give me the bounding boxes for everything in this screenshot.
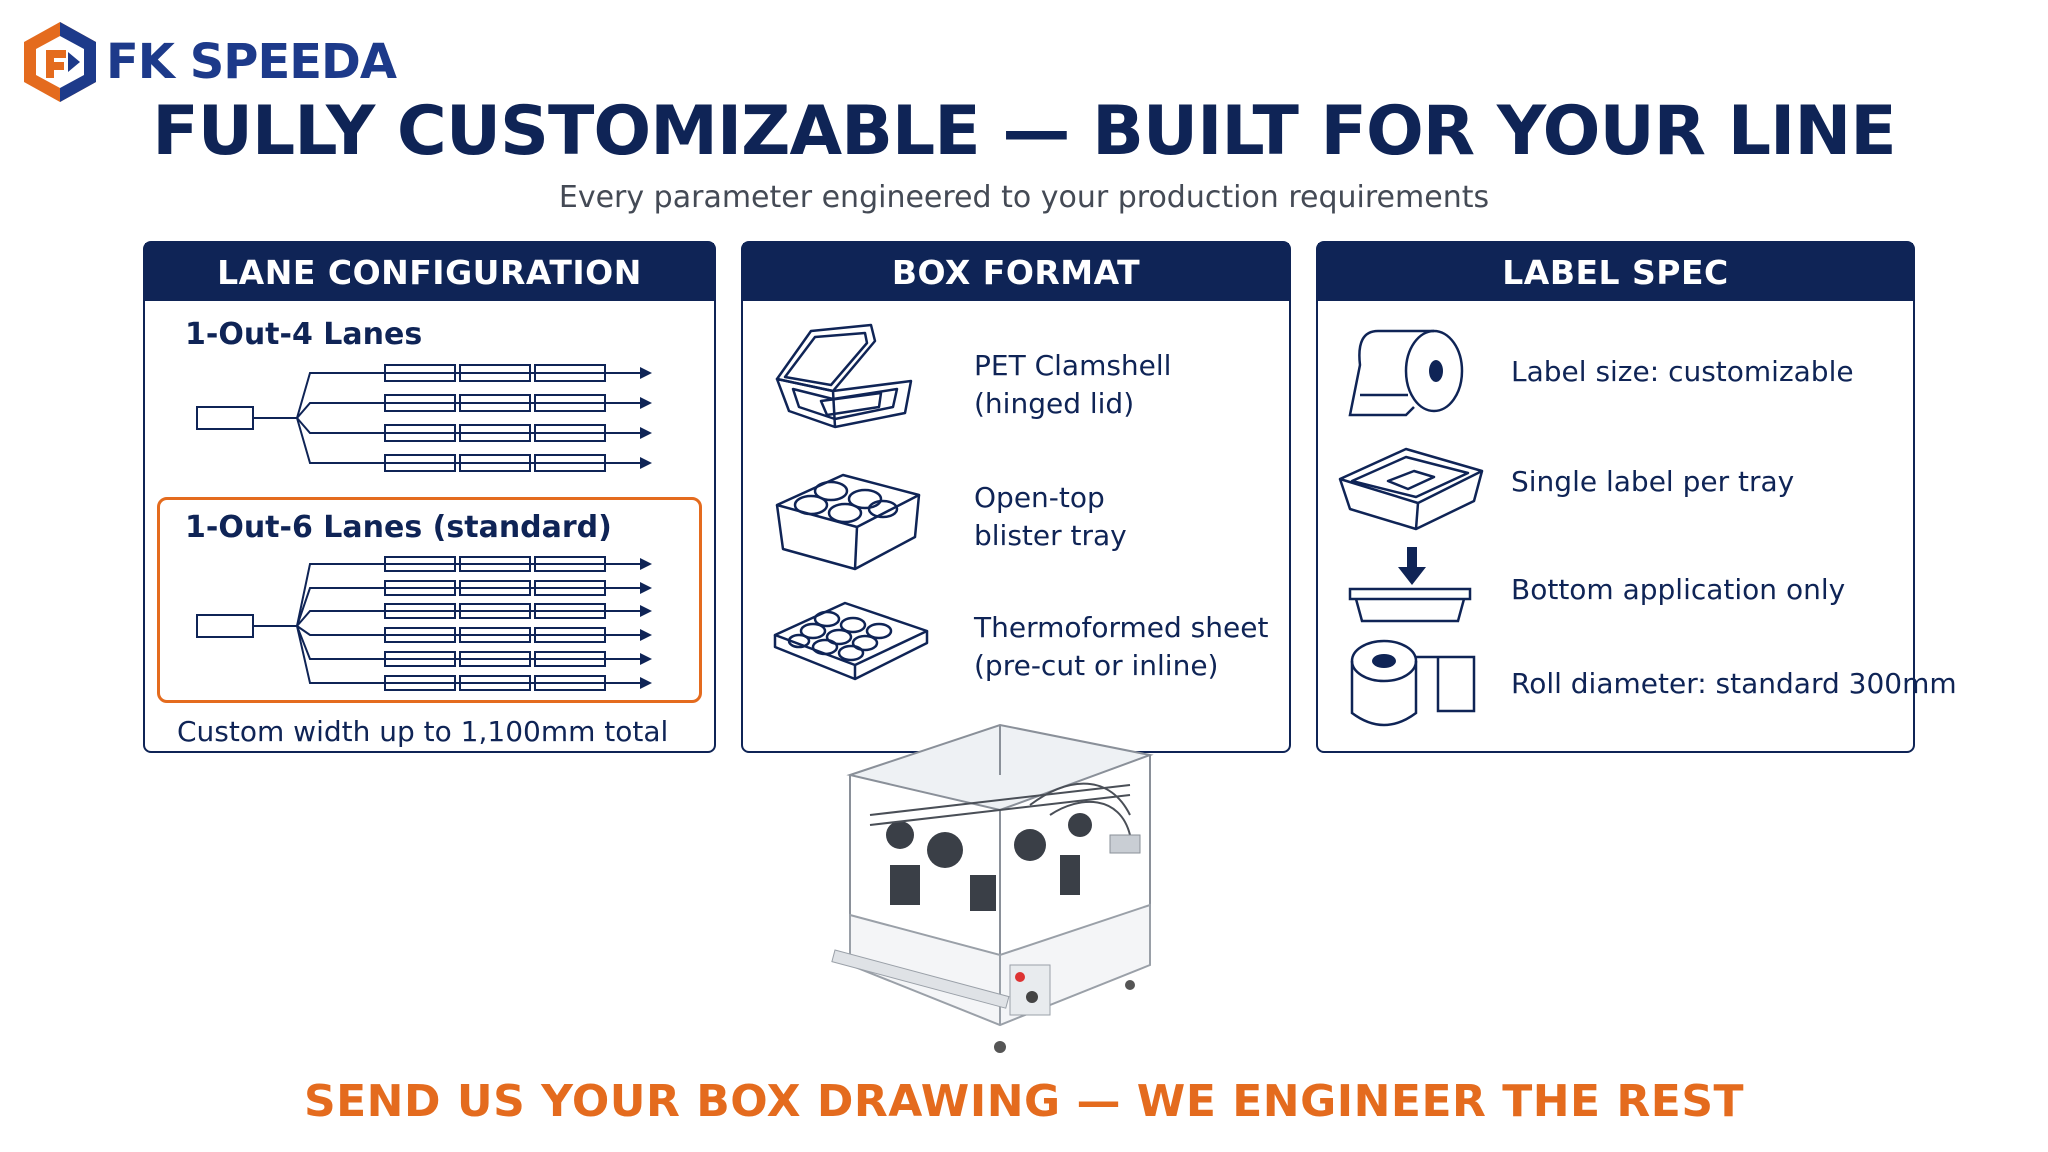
brand-name: FK SPEEDA — [106, 34, 397, 90]
label-roll-icon — [1348, 329, 1464, 417]
page-title: FULLY CUSTOMIZABLE — BUILT FOR YOUR LINE — [152, 92, 1896, 171]
box-item-1-line2: (hinged lid) — [974, 387, 1135, 420]
four-lane-diagram — [196, 364, 652, 472]
label-item-1-text: Label size: customizable — [1511, 355, 1854, 388]
box-panel-title: BOX FORMAT — [743, 243, 1289, 301]
box-item-1-line1: PET Clamshell — [974, 349, 1172, 382]
page-subtitle: Every parameter engineered to your produ… — [558, 180, 1490, 215]
thermoformed-sheet-icon — [773, 601, 929, 681]
brand-logo: FK SPEEDA — [22, 20, 402, 106]
box-item-3-line2: (pre-cut or inline) — [974, 649, 1219, 682]
logo-hexagon-icon — [24, 22, 96, 102]
label-item-2-text: Single label per tray — [1511, 465, 1795, 498]
lane-option-6-title: 1-Out-6 Lanes (standard) — [185, 510, 612, 545]
clamshell-icon — [775, 323, 913, 429]
call-to-action: SEND US YOUR BOX DRAWING — WE ENGINEER T… — [303, 1076, 1745, 1127]
blister-tray-icon — [775, 473, 921, 571]
box-format-panel: BOX FORMAT PET Clamshell (hinged lid) Op… — [741, 241, 1291, 753]
label-panel-title: LABEL SPEC — [1318, 243, 1913, 301]
lane-panel-title: LANE CONFIGURATION — [145, 243, 714, 301]
lane-configuration-panel: LANE CONFIGURATION 1-Out-4 Lanes 1-Out-6… — [143, 241, 716, 753]
bottom-apply-icon — [1348, 547, 1472, 623]
box-item-2-line1: Open-top — [974, 481, 1105, 514]
labeling-machine-image — [831, 723, 1154, 1053]
box-item-3-line1: Thermoformed sheet — [974, 611, 1269, 644]
lane-width-note: Custom width up to 1,100mm total — [177, 715, 669, 748]
tray-label-icon — [1338, 447, 1484, 531]
standard-option-highlight — [157, 497, 702, 703]
six-lane-diagram — [196, 556, 652, 691]
lane-option-4-title: 1-Out-4 Lanes — [185, 317, 423, 352]
roll-diameter-icon — [1350, 639, 1476, 727]
label-item-4-text: Roll diameter: standard 300mm — [1511, 667, 1957, 700]
label-item-3-text: Bottom application only — [1511, 573, 1846, 606]
label-spec-panel: LABEL SPEC Label size: customizable Sing… — [1316, 241, 1957, 753]
box-item-2-line2: blister tray — [974, 519, 1127, 552]
